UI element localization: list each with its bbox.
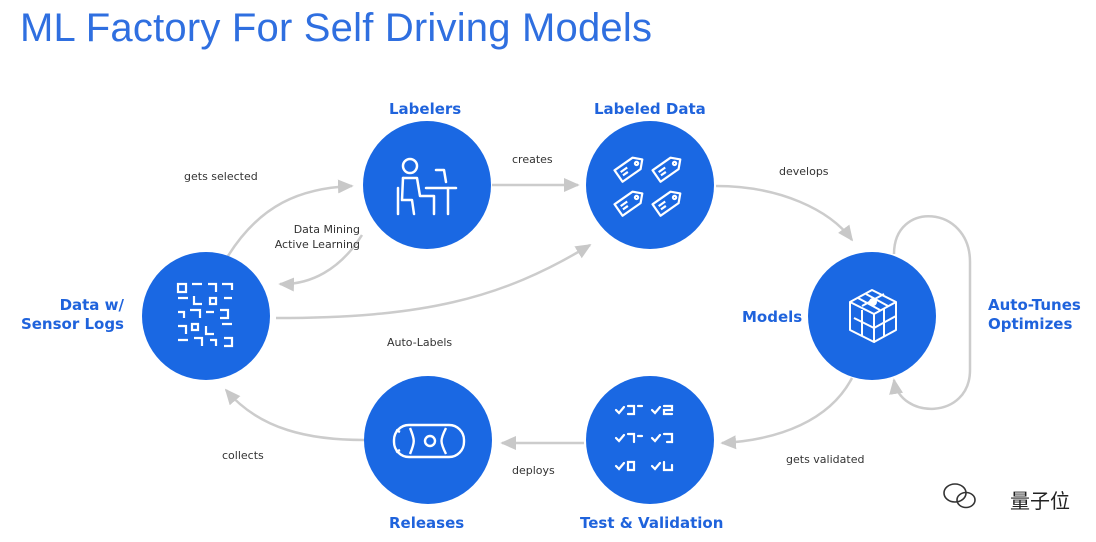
edge-label-auto-labels: Auto-Labels: [387, 336, 453, 349]
arrow-develops: [715, 184, 854, 242]
node-label-data-line1: Data w/: [59, 296, 124, 314]
node-labelers: [363, 121, 491, 249]
edge-label-auto-tunes-line2: Optimizes: [988, 315, 1073, 333]
page-title: ML Factory For Self Driving Models: [20, 6, 653, 50]
edge-label-collects: collects: [222, 449, 264, 462]
node-labeled-data: [586, 121, 714, 249]
edge-label-data-mining-line1: Data Mining: [293, 223, 360, 236]
price-tags-icon: [613, 156, 682, 217]
node-models: [808, 252, 936, 380]
arrow-auto-tunes-loop: [889, 215, 972, 411]
arrow-auto-labels: [275, 243, 592, 320]
person-at-desk-icon: [396, 157, 458, 216]
arrow-collects: [224, 388, 365, 442]
car-top-view-icon: [392, 423, 466, 459]
node-label-models: Models: [742, 308, 803, 326]
edge-label-develops: develops: [779, 165, 829, 178]
edge-label-auto-tunes: Auto-Tunes Optimizes: [988, 296, 1081, 334]
node-releases: [364, 376, 492, 504]
edge-label-gets-validated: gets validated: [786, 453, 865, 466]
edge-label-data-mining-line2: Active Learning: [274, 238, 360, 251]
edge-label-deploys: deploys: [512, 464, 555, 477]
node-label-labeled-data: Labeled Data: [594, 100, 706, 118]
node-label-data-line2: Sensor Logs: [20, 315, 124, 333]
node-label-test-validation: Test & Validation: [580, 514, 724, 532]
wechat-icon: [943, 483, 976, 509]
arrow-gets-validated: [720, 377, 854, 450]
arrow-gets-selected: [226, 179, 354, 257]
3d-cube-grid-icon: [849, 289, 897, 343]
watermark: 量子位: [1010, 485, 1070, 514]
node-label-labelers: Labelers: [389, 100, 462, 118]
node-data-sensor-logs: [142, 252, 270, 380]
node-label-data-sensor-logs: Data w/ Sensor Logs: [12, 296, 124, 334]
qr-grid-icon: [176, 282, 234, 348]
checklist-icon: [614, 404, 674, 472]
node-label-releases: Releases: [389, 514, 465, 532]
node-test-validation: [586, 376, 714, 504]
edge-label-auto-tunes-line1: Auto-Tunes: [988, 296, 1081, 314]
edge-label-gets-selected: gets selected: [184, 170, 258, 183]
arrow-data-mining: [278, 234, 364, 292]
edge-label-data-mining: Data Mining Active Learning: [248, 222, 360, 252]
edge-label-creates: creates: [512, 153, 553, 166]
watermark-text: 量子位: [1010, 489, 1070, 513]
